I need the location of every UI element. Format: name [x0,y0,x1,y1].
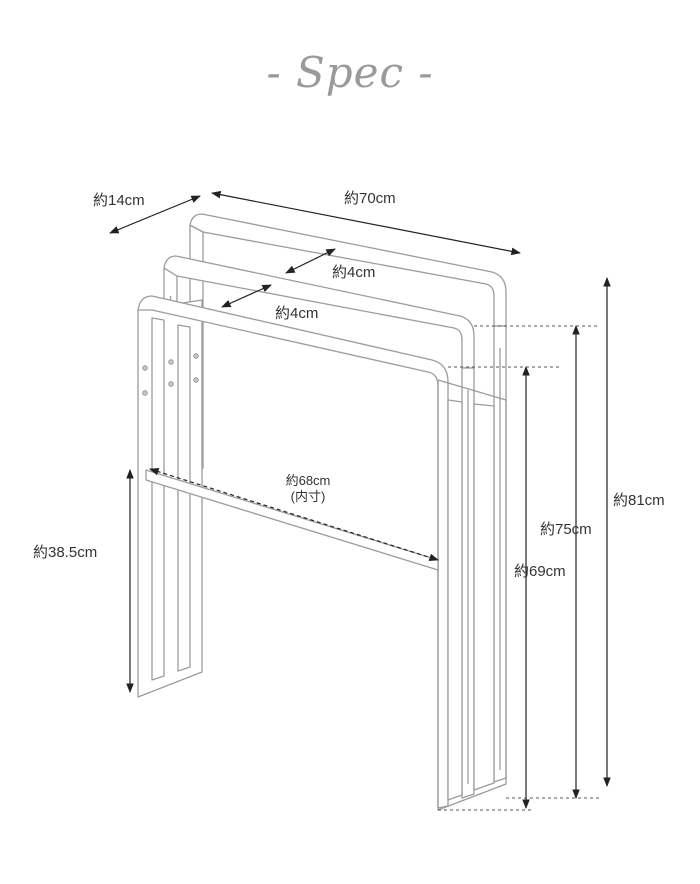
middle-frame-top-rail [163,255,475,369]
gap-upper-label: 約4cm [332,264,376,281]
front-frame [137,295,507,811]
screw [168,359,174,365]
screw [142,365,148,371]
height-middle-label: 約75cm [540,521,592,538]
height-front-label: 約69cm [514,563,566,580]
screw [168,381,174,387]
front-frame-right-slot-b [473,403,495,791]
guide-lines [438,325,602,811]
height-total-label: 約81cm [613,492,665,509]
depth-label: 約14cm [93,192,145,209]
front-frame-right-slot-a [447,399,463,801]
page-title: - Spec - [266,48,434,97]
gap-lower-label: 約4cm [275,305,319,322]
front-frame-top-rail [137,295,449,809]
dimension-lines [109,190,611,809]
inner-width-value: 約68cm [285,473,331,488]
gap-lower-dimension-line [221,284,272,308]
front-frame-left-slot-b [177,324,191,672]
screw [193,377,199,383]
inner-width-label: 約68cm (内寸) [278,473,338,505]
screws [142,353,199,396]
depth-dimension-line [109,195,201,234]
screw [142,390,148,396]
screw [193,353,199,359]
front-frame-left-slot-a [151,317,165,681]
width-dimension-line [211,190,521,256]
width-label: 約70cm [344,190,396,207]
inner-width-dimension-line [149,467,439,562]
gap-upper-dimension-line [285,248,336,274]
front-frame-right-leg [437,379,507,811]
bar-height-label: 約38.5cm [33,544,98,561]
inner-width-note: (内寸) [290,489,326,504]
